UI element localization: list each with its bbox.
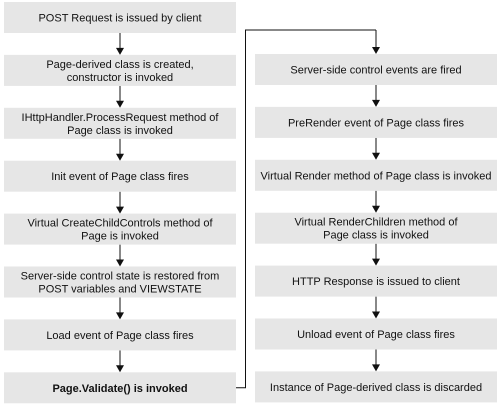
step-box: Virtual Render method of Page class is i… [255, 159, 497, 191]
step-box-background [255, 212, 497, 244]
step-box: Instance of Page-derived class is discar… [255, 371, 497, 403]
arrowhead-icon [116, 100, 124, 108]
step-box: Virtual CreateChildControls method ofPag… [4, 213, 236, 245]
arrowhead-icon [372, 258, 380, 266]
arrowhead-icon [372, 47, 380, 54]
step-box-background [4, 266, 236, 298]
step-box-background [4, 372, 236, 404]
step-label: PreRender event of Page class fires [288, 117, 465, 129]
step-box: Init event of Page class fires [4, 160, 236, 192]
step-label: Server-side control events are fired [290, 65, 461, 77]
arrowhead-icon [372, 205, 380, 213]
arrowhead-icon [116, 47, 124, 55]
step-label: HTTP Response is issued to client [292, 276, 460, 288]
step-box: IHttpHandler.ProcessRequest method ofPag… [4, 107, 236, 139]
column-link-line [236, 29, 376, 389]
step-label: Virtual RenderChildren method of [294, 217, 458, 229]
step-box-background [4, 107, 236, 139]
step-box-background [255, 371, 497, 403]
arrowhead-icon [372, 99, 380, 107]
step-label: POST Request is issued by client [38, 13, 201, 25]
step-box-background [255, 54, 497, 85]
step-label: Page-derived class is created, [46, 59, 193, 71]
step-box-background [255, 265, 497, 297]
step-label: Init event of Page class fires [51, 171, 189, 183]
step-label: Page class is invoked [323, 230, 429, 242]
step-box: Server-side control state is restored fr… [4, 266, 236, 298]
flow-connectors [116, 29, 380, 389]
step-box-background [255, 159, 497, 191]
step-box-background [4, 160, 236, 192]
step-label: Page is invoked [81, 231, 159, 243]
step-box: HTTP Response is issued to client [255, 265, 497, 297]
step-box: Load event of Page class fires [4, 319, 236, 351]
step-label: Page class is invoked [67, 125, 173, 137]
arrowhead-icon [116, 259, 124, 267]
step-label: Instance of Page-derived class is discar… [270, 382, 482, 394]
step-label: Page.Validate() is invoked [52, 383, 187, 395]
left-column: POST Request is issued by clientPage-der… [4, 2, 236, 404]
arrowhead-icon [372, 152, 380, 160]
step-box: Unload event of Page class fires [255, 318, 497, 350]
step-label: constructor is invoked [67, 72, 173, 84]
step-label: Virtual Render method of Page class is i… [261, 170, 492, 182]
step-box: Page.Validate() is invoked [4, 372, 236, 404]
step-label: Load event of Page class fires [46, 330, 194, 342]
step-label: IHttpHandler.ProcessRequest method of [22, 112, 220, 124]
step-box: POST Request is issued by client [4, 2, 236, 33]
step-label: Server-side control state is restored fr… [21, 271, 220, 283]
step-label: POST variables and VIEWSTATE [38, 284, 201, 296]
step-box: Server-side control events are fired [255, 54, 497, 85]
step-box: Page-derived class is created,constructo… [4, 54, 236, 86]
step-box-background [4, 2, 236, 33]
arrowhead-icon [116, 153, 124, 161]
step-box-background [4, 319, 236, 351]
step-label: Virtual CreateChildControls method of [27, 218, 213, 230]
step-box-background [4, 213, 236, 245]
arrowhead-icon [116, 365, 124, 373]
step-box-background [4, 54, 236, 86]
step-label: Unload event of Page class fires [297, 329, 455, 341]
arrowhead-icon [372, 364, 380, 372]
arrowhead-icon [116, 206, 124, 214]
step-box-background [255, 318, 497, 350]
arrowhead-icon [116, 312, 124, 320]
right-column: Server-side control events are firedPreR… [255, 54, 497, 403]
step-box-background [255, 106, 497, 138]
step-box: PreRender event of Page class fires [255, 106, 497, 138]
arrowhead-icon [372, 311, 380, 319]
